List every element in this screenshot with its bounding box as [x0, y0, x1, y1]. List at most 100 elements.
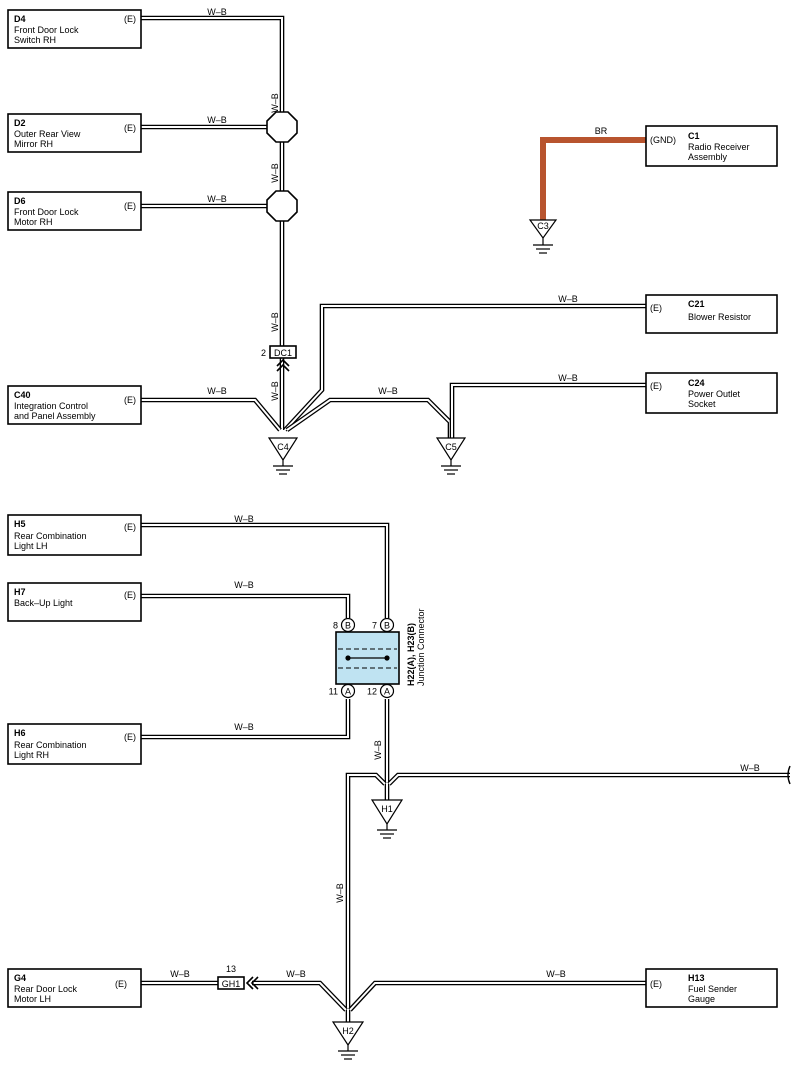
connector-gh1-label: GH1: [222, 979, 241, 989]
component-c1: (GND) C1 Radio Receiver Assembly: [645, 125, 778, 167]
svg-text:Outer Rear View: Outer Rear View: [14, 129, 81, 139]
junction-pin-7: B 7: [372, 617, 395, 633]
svg-text:(E): (E): [124, 732, 136, 742]
svg-text:A: A: [345, 687, 351, 697]
wire-label: W–B: [207, 194, 227, 204]
svg-text:Light RH: Light RH: [14, 750, 49, 760]
wire-label: W–B: [207, 7, 227, 17]
svg-text:(E): (E): [115, 979, 127, 989]
svg-text:Blower Resistor: Blower Resistor: [688, 312, 751, 322]
svg-text:Mirror RH: Mirror RH: [14, 139, 53, 149]
junction-label: Junction Connector: [416, 608, 426, 686]
wire-label: W–B: [270, 163, 280, 183]
connector-dc1-label: DC1: [274, 348, 292, 358]
svg-text:(E): (E): [124, 201, 136, 211]
wire-label: W–B: [207, 386, 227, 396]
ground-h1: H1: [370, 799, 404, 839]
svg-text:11: 11: [329, 687, 338, 697]
svg-text:Integration Control: Integration Control: [14, 401, 88, 411]
wire-label: W–B: [234, 722, 254, 732]
junction-connector: B 8 B 7 A 11 A 12 H22(A), H23(B) Junctio…: [329, 608, 426, 699]
svg-text:(E): (E): [650, 979, 662, 989]
svg-text:C4: C4: [277, 442, 289, 452]
wire-label: W–B: [558, 294, 578, 304]
svg-text:Gauge: Gauge: [688, 994, 715, 1004]
component-h5: H5 Rear Combination Light LH (E): [7, 514, 142, 556]
svg-text:A: A: [384, 687, 390, 697]
component-c21: (E) C21 Blower Resistor: [645, 294, 778, 334]
svg-text:Switch RH: Switch RH: [14, 35, 56, 45]
component-d2: D2 Outer Rear View Mirror RH (E): [7, 113, 142, 153]
svg-text:H1: H1: [381, 804, 393, 814]
svg-text:Fuel Sender: Fuel Sender: [688, 984, 737, 994]
wire-label: W–B: [558, 373, 578, 383]
ground-c4: C4: [267, 437, 299, 475]
svg-text:Assembly: Assembly: [688, 152, 728, 162]
ground-c3: C3: [528, 219, 558, 254]
wire-label: W–B: [546, 969, 566, 979]
svg-text:Back–Up Light: Back–Up Light: [14, 598, 73, 608]
junction-pin-12: A 12: [367, 683, 395, 699]
splice-point: [266, 190, 298, 222]
svg-text:D6: D6: [14, 196, 26, 206]
component-d4: D4 Front Door Lock Switch RH (E): [7, 9, 142, 49]
wires-wb: [141, 15, 790, 1022]
component-c24: (E) C24 Power Outlet Socket: [645, 372, 778, 414]
wire-label: W–B: [378, 386, 398, 396]
connector-arrow-icon: [245, 976, 259, 990]
wire-label: W–B: [207, 115, 227, 125]
svg-text:(GND): (GND): [650, 135, 676, 145]
component-g4: G4 Rear Door Lock Motor LH (E): [7, 968, 142, 1008]
connector-dc1-pin: 2: [261, 348, 266, 358]
svg-text:12: 12: [367, 687, 377, 697]
svg-text:Rear Door Lock: Rear Door Lock: [14, 984, 78, 994]
svg-text:Light LH: Light LH: [14, 541, 48, 551]
svg-text:Front Door Lock: Front Door Lock: [14, 207, 79, 217]
connector-dc1: DC1 2: [261, 345, 297, 372]
wire-label-br: BR: [595, 126, 608, 136]
wire-label: W–B: [335, 883, 345, 903]
connector-arrow-icon: [276, 358, 290, 372]
svg-text:(E): (E): [124, 522, 136, 532]
svg-text:C1: C1: [688, 131, 700, 141]
svg-text:H5: H5: [14, 519, 26, 529]
svg-text:D2: D2: [14, 118, 26, 128]
svg-text:(E): (E): [124, 123, 136, 133]
svg-text:(E): (E): [650, 303, 662, 313]
component-h6: H6 Rear Combination Light RH (E): [7, 723, 142, 765]
svg-text:Rear Combination: Rear Combination: [14, 740, 87, 750]
svg-text:7: 7: [372, 621, 377, 631]
svg-text:C21: C21: [688, 299, 705, 309]
svg-text:C5: C5: [445, 442, 457, 452]
svg-text:Motor RH: Motor RH: [14, 217, 53, 227]
splice-point: [266, 111, 298, 143]
svg-text:8: 8: [333, 621, 338, 631]
component-c40: C40 Integration Control and Panel Assemb…: [7, 385, 142, 425]
svg-text:Socket: Socket: [688, 399, 716, 409]
junction-label-bold: H22(A), H23(B): [406, 623, 416, 686]
component-h13: (E) H13 Fuel Sender Gauge: [645, 968, 778, 1008]
svg-text:C24: C24: [688, 378, 705, 388]
svg-text:(E): (E): [124, 14, 136, 24]
junction-pin-8: B 8: [333, 617, 356, 633]
ground-h2: H2: [331, 1021, 365, 1060]
svg-text:Power Outlet: Power Outlet: [688, 389, 741, 399]
svg-text:H7: H7: [14, 587, 26, 597]
svg-text:D4: D4: [14, 14, 26, 24]
svg-text:G4: G4: [14, 973, 26, 983]
wire-label: W–B: [286, 969, 306, 979]
svg-text:H2: H2: [342, 1026, 354, 1036]
junction-pin-11: A 11: [329, 683, 356, 699]
wire-label: W–B: [740, 763, 760, 773]
svg-text:Rear Combination: Rear Combination: [14, 531, 87, 541]
svg-text:B: B: [345, 621, 351, 631]
component-d6: D6 Front Door Lock Motor RH (E): [7, 191, 142, 231]
wire-break-symbol: [787, 765, 791, 785]
connector-gh1: GH1 13: [217, 964, 259, 990]
wire-label: W–B: [234, 514, 254, 524]
svg-text:and Panel Assembly: and Panel Assembly: [14, 411, 96, 421]
wire-label: W–B: [270, 312, 280, 332]
svg-text:Radio Receiver: Radio Receiver: [688, 142, 750, 152]
svg-text:(E): (E): [124, 590, 136, 600]
